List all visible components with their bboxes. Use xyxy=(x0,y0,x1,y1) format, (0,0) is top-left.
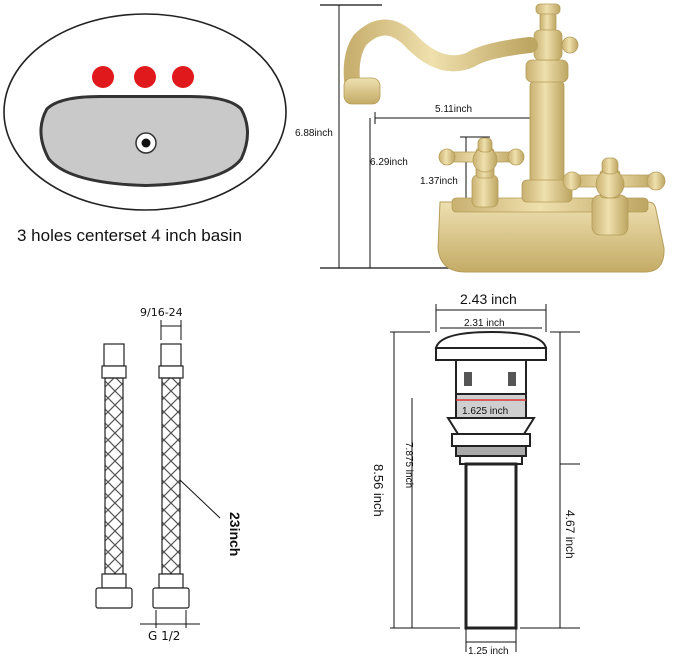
drain-cap-outer-label: 2.43 inch xyxy=(460,291,517,307)
faucet-finial xyxy=(535,3,561,15)
faucet-handle-height-label: 1.37inch xyxy=(420,176,458,187)
faucet-diagram: 6.88inch 6.29inch 5.11inch 1.37inch xyxy=(295,3,666,273)
drain-tail-height-label: 4.67 inch xyxy=(563,510,577,559)
faucet-spout xyxy=(343,19,538,88)
hose-left xyxy=(95,343,133,609)
faucet-panel: 6.88inch 6.29inch 5.11inch 1.37inch xyxy=(290,0,679,280)
faucet-hole-left xyxy=(92,66,114,88)
drain-cap xyxy=(434,330,548,349)
hose-right xyxy=(152,343,190,609)
faucet-overall-height-label: 6.88inch xyxy=(295,128,333,139)
basin-caption: 3 holes centerset 4 inch basin xyxy=(17,226,242,245)
faucet-base xyxy=(437,201,665,273)
basin-panel: 3 holes centerset 4 inch basin xyxy=(0,0,300,260)
hoses-panel: 9/16-24 23inch G 1/2 xyxy=(80,300,280,656)
faucet-hole-center xyxy=(134,66,156,88)
drain-tail-width-label: 1.25 inch xyxy=(468,646,509,656)
drain-tail-pipe xyxy=(464,462,518,630)
drain-panel: 2.43 inch 2.31 inch 8.56 inch 7.875 inch… xyxy=(360,288,679,656)
drain-overall-height-label: 8.56 inch xyxy=(371,464,386,517)
hoses-diagram: 9/16-24 23inch G 1/2 xyxy=(95,306,243,643)
hose-length-label: 23inch xyxy=(227,512,243,556)
hose-thread-bottom-label: G 1/2 xyxy=(148,629,180,643)
faucet-spout-tip xyxy=(343,77,381,105)
faucet-hole-right xyxy=(172,66,194,88)
drain-body-width-label: 1.625 inch xyxy=(462,406,508,417)
basin-drain-center xyxy=(141,138,151,148)
hose-thread-top-label: 9/16-24 xyxy=(140,306,183,319)
drain-cap-inner-label: 2.31 inch xyxy=(464,318,505,329)
drain-body-height-label: 7.875 inch xyxy=(403,442,414,488)
faucet-spout-height-label: 6.29inch xyxy=(370,157,408,168)
drain-diagram: 2.43 inch 2.31 inch 8.56 inch 7.875 inch… xyxy=(371,291,580,656)
basin-diagram xyxy=(3,13,287,211)
faucet-spout-reach-label: 5.11inch xyxy=(435,104,472,115)
